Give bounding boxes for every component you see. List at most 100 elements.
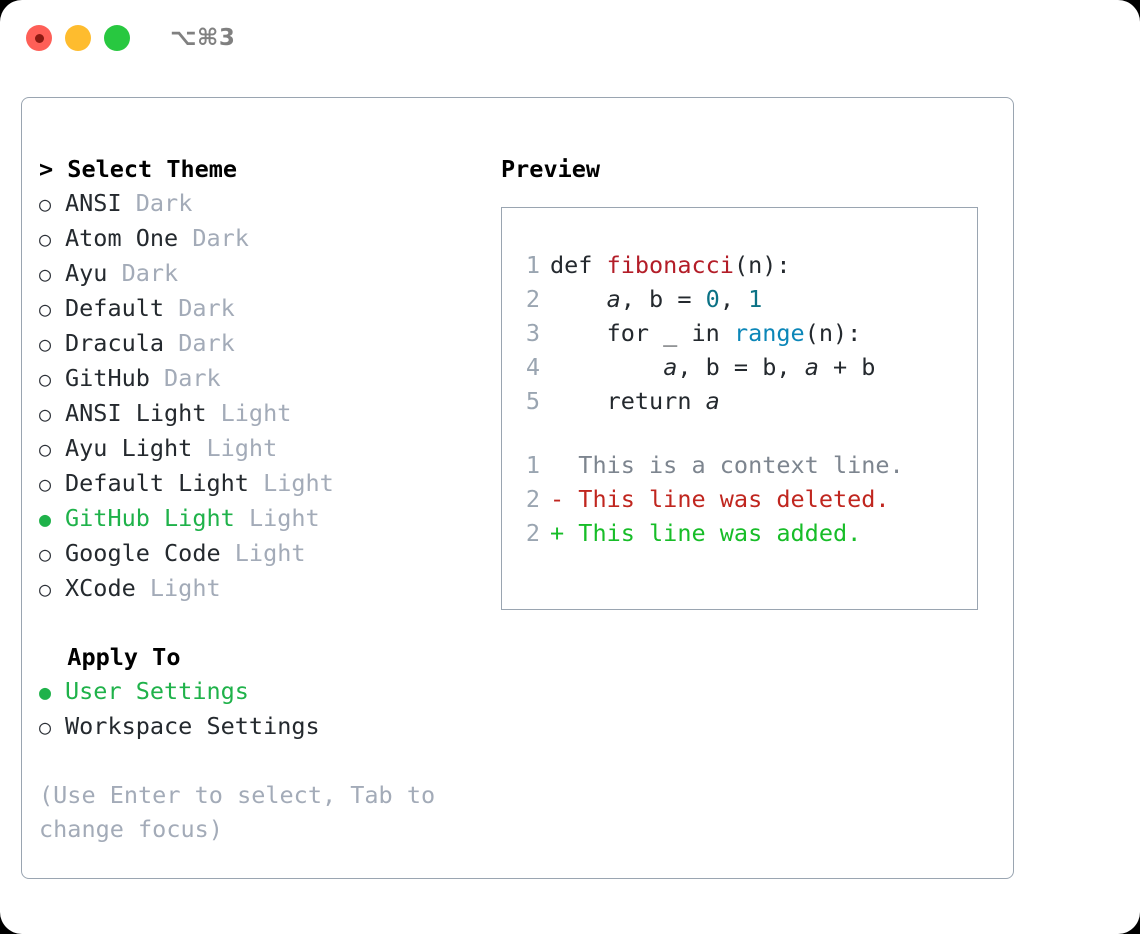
theme-option-github-light[interactable]: ● GitHub Light Light [39, 501, 500, 536]
apply-to-option-name: Workspace Settings [65, 712, 320, 740]
radio-unselected-icon: ○ [39, 297, 52, 321]
diff-line-added: 2 + This line was added. [502, 516, 977, 550]
code-token-number: 0 [705, 285, 720, 313]
theme-option-google-code[interactable]: ○Google Code Light [39, 536, 500, 571]
radio-selected-icon: ● [39, 507, 52, 531]
theme-option-category: Light [263, 469, 334, 497]
code-token-number: 1 [748, 285, 763, 313]
code-line-content: a, b = 0, 1 [550, 282, 763, 316]
theme-option-dracula[interactable]: ○ Dracula Dark [39, 326, 500, 361]
code-token-plain: def [550, 251, 607, 279]
section-spacer [39, 606, 500, 640]
minimize-button[interactable] [65, 25, 91, 51]
theme-option-default[interactable]: ○ Default Dark [39, 291, 500, 326]
code-token-plain: return [550, 387, 706, 415]
diff-line-number: 1 [525, 451, 540, 479]
theme-option-xcode[interactable]: ○ XCode Light [39, 571, 500, 606]
apply-to-option-list: ●User Settings ○ Workspace Settings [39, 674, 500, 744]
code-token-plain: (n): [733, 251, 791, 279]
radio-unselected-icon: ○ [39, 472, 52, 496]
theme-option-category: Dark [121, 259, 179, 287]
theme-option-default-light[interactable]: ○ Default Light Light [39, 466, 500, 501]
code-token-variable: a [663, 353, 678, 381]
code-token-plain: (n): [804, 319, 862, 347]
preview-title: Preview [501, 155, 601, 183]
theme-option-category: Dark [178, 329, 235, 357]
theme-option-category: Dark [135, 189, 193, 217]
radio-unselected-icon: ○ [39, 192, 52, 216]
theme-option-name: Ayu [65, 259, 122, 287]
radio-unselected-icon: ○ [39, 715, 52, 739]
theme-option-name: Default Light [65, 469, 264, 497]
radio-unselected-icon: ○ [39, 367, 52, 391]
window-controls [26, 25, 130, 51]
main-panel: > Select Theme ○ANSI Dark○Atom One Dark○… [21, 97, 1014, 879]
theme-option-category: Light [206, 434, 278, 462]
apply-to-option-workspace-settings[interactable]: ○ Workspace Settings [39, 709, 500, 744]
theme-option-github[interactable]: ○GitHub Dark [39, 361, 500, 396]
diff-line-content: + This line was added. [550, 519, 862, 547]
code-token-function: fibonacci [606, 251, 734, 279]
theme-option-category: Dark [192, 224, 249, 252]
radio-unselected-icon: ○ [39, 227, 52, 251]
code-line: 4 a, b = b, a + b [502, 350, 977, 384]
diff-line-content: This is a context line. [550, 451, 904, 479]
code-token-call: range [733, 319, 805, 347]
diff-sample: 1 This is a context line. 2 - This line wa… [502, 448, 977, 550]
theme-option-category: Light [234, 539, 306, 567]
maximize-button[interactable] [104, 25, 130, 51]
theme-option-ayu-light[interactable]: ○Ayu Light Light [39, 431, 500, 466]
theme-option-category: Light [248, 504, 320, 532]
code-token-variable: a [705, 387, 720, 415]
diff-line-content: - This line was deleted. [550, 485, 890, 513]
radio-unselected-icon: ○ [39, 262, 52, 286]
code-line-content: for _ in range(n): [550, 316, 862, 350]
theme-option-name: XCode [65, 574, 150, 602]
code-line-number: 3 [525, 319, 540, 347]
radio-unselected-icon: ○ [39, 402, 52, 426]
code-token-plain: = [663, 285, 706, 313]
theme-option-list: ○ANSI Dark○Atom One Dark○Ayu Dark○Defaul… [39, 186, 500, 606]
close-button[interactable] [26, 25, 52, 51]
code-token-plain: for _ in [550, 319, 734, 347]
theme-option-name: GitHub [65, 364, 165, 392]
theme-option-name: GitHub Light [65, 504, 249, 532]
theme-selection-column: > Select Theme ○ANSI Dark○Atom One Dark○… [22, 98, 500, 878]
code-token-plain: b [649, 285, 664, 313]
theme-option-atom-one[interactable]: ○ Atom One Dark [39, 221, 500, 256]
theme-option-name: Ayu Light [65, 434, 207, 462]
help-hint-text: (Use Enter to select, Tab to change focu… [39, 781, 436, 843]
theme-option-category: Light [220, 399, 292, 427]
theme-option-ayu[interactable]: ○ Ayu Dark [39, 256, 500, 291]
select-theme-header: > Select Theme [39, 155, 238, 183]
diff-line-number: 2 [525, 485, 540, 513]
code-token-plain: , [620, 285, 650, 313]
code-line: 3 for _ in range(n): [502, 316, 977, 350]
theme-option-category: Light [149, 574, 221, 602]
code-token-plain: + b [818, 353, 876, 381]
code-line-content: a, b = b, a + b [550, 350, 875, 384]
theme-option-ansi-light[interactable]: ○ ANSI Light Light [39, 396, 500, 431]
code-line-number: 5 [525, 387, 540, 415]
code-token-plain: , b = b, [677, 353, 805, 381]
theme-option-name: ANSI Light [65, 399, 221, 427]
theme-option-name: Default [65, 294, 179, 322]
diff-line-number: 2 [525, 519, 540, 547]
diff-line-context: 1 This is a context line. [502, 448, 977, 482]
code-line-number: 4 [525, 353, 540, 381]
apply-to-option-user-settings[interactable]: ●User Settings [39, 674, 500, 709]
code-token-plain: , [719, 285, 749, 313]
radio-unselected-icon: ○ [39, 332, 52, 356]
apply-to-header: Apply To [67, 643, 181, 671]
theme-option-ansi[interactable]: ○ANSI Dark [39, 186, 500, 221]
theme-option-name: Atom One [65, 224, 193, 252]
theme-option-name: Dracula [65, 329, 179, 357]
radio-unselected-icon: ○ [39, 577, 52, 601]
title-bar: ⌥⌘3 [0, 0, 1140, 78]
theme-option-category: Dark [178, 294, 235, 322]
code-token-plain [550, 285, 607, 313]
diff-line-deleted: 2 - This line was deleted. [502, 482, 977, 516]
